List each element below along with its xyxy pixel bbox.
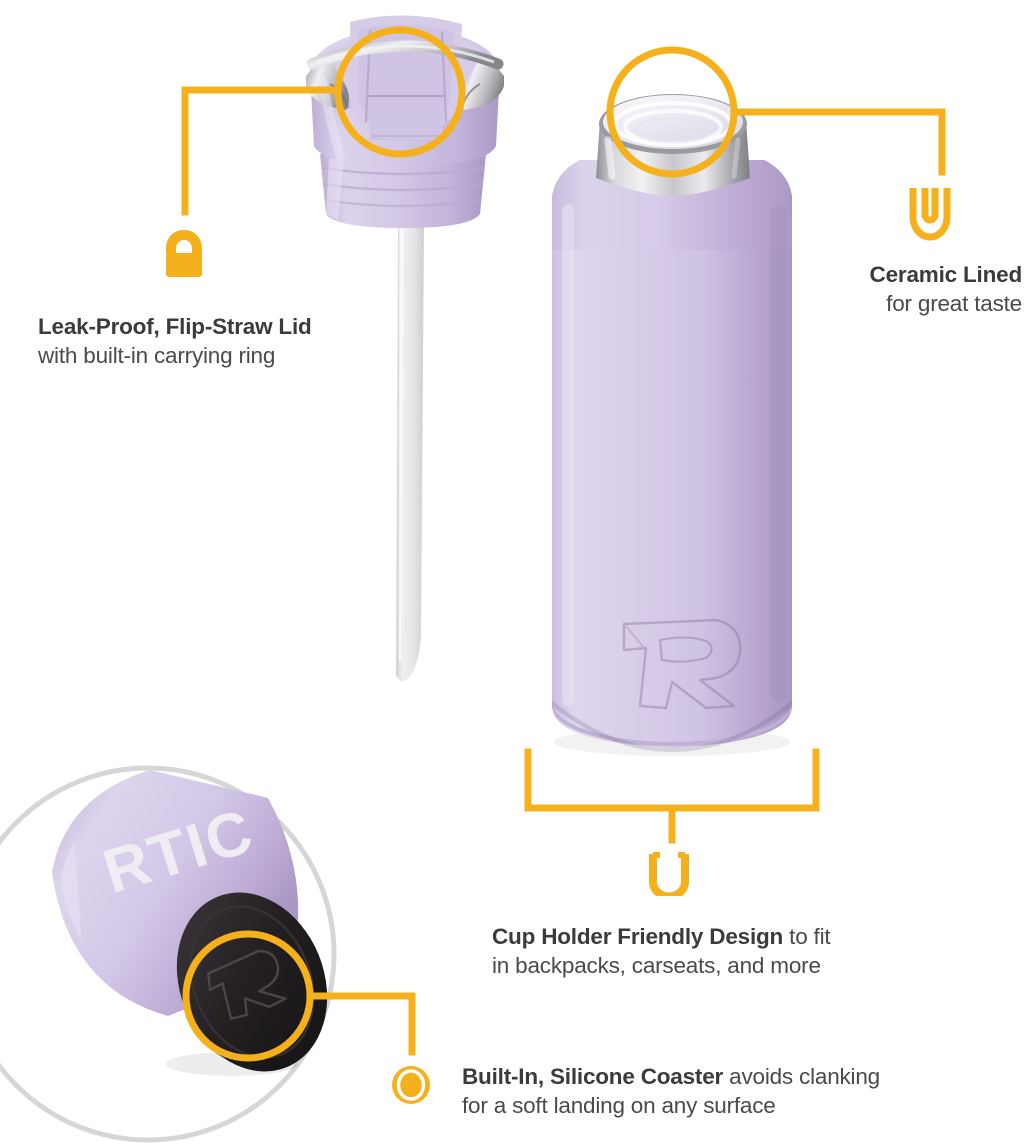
callout-subtitle: for great taste [886, 291, 1022, 317]
bottle-illustration [552, 94, 792, 752]
mouth-lining-highlight [606, 46, 738, 178]
coaster-ring-icon [390, 1064, 432, 1106]
callout-title: Cup Holder Friendly Design to fit [492, 924, 831, 949]
callout-leak-proof-lid: Leak-Proof, Flip-Straw Lid with built-in… [38, 312, 312, 371]
lid-hinge-highlight [334, 26, 466, 158]
flip-straw-lid-illustration [306, 15, 504, 682]
callout-subtitle: with built-in carrying ring [38, 343, 276, 369]
coaster-detail-closeup: RTIC [0, 765, 337, 1143]
callout-title: Ceramic Lined [869, 262, 1023, 287]
callout-title: Leak-Proof, Flip-Straw Lid [38, 314, 312, 339]
callout-subtitle: in backpacks, carseats, and more [492, 953, 821, 979]
coaster-embossed-logo [207, 950, 287, 1020]
rtic-wordmark: RTIC [96, 796, 262, 907]
callout-title: Built-In, Silicone Coaster avoids clanki… [462, 1064, 880, 1089]
coaster-logo-highlight [182, 930, 314, 1062]
svg-text:RTIC: RTIC [96, 796, 262, 907]
callout-ceramic-lined: Ceramic Lined for great taste [869, 260, 1023, 319]
body-width-bracket [524, 748, 820, 812]
cup-holder-icon [648, 850, 690, 901]
ceramic-cup-icon [908, 185, 952, 241]
callout-silicone-coaster: Built-In, Silicone Coaster avoids clanki… [462, 1062, 880, 1121]
embossed-rtic-logo [622, 618, 742, 710]
callout-connectors [181, 26, 946, 1062]
callout-cup-holder: Cup Holder Friendly Design to fit in bac… [492, 922, 831, 981]
callout-subtitle: for a soft landing on any surface [462, 1093, 776, 1119]
padlock-icon [162, 228, 206, 278]
